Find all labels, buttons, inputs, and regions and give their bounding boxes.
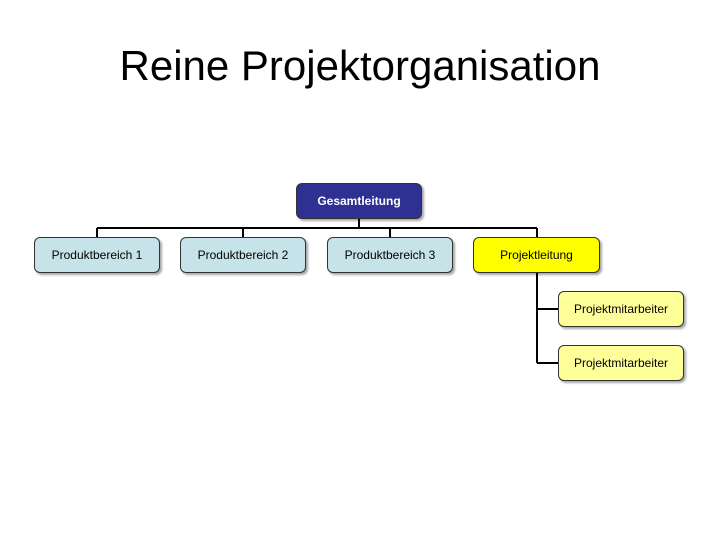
node-projektleitung: Projektleitung [473,237,600,273]
node-produktbereich-1: Produktbereich 1 [34,237,160,273]
node-produktbereich-3: Produktbereich 3 [327,237,453,273]
node-gesamtleitung: Gesamtleitung [296,183,422,219]
page-title: Reine Projektorganisation [119,42,601,89]
node-produktbereich-2: Produktbereich 2 [180,237,306,273]
node-projektmitarbeiter-1: Projektmitarbeiter [558,291,684,327]
node-projektmitarbeiter-2: Projektmitarbeiter [558,345,684,381]
